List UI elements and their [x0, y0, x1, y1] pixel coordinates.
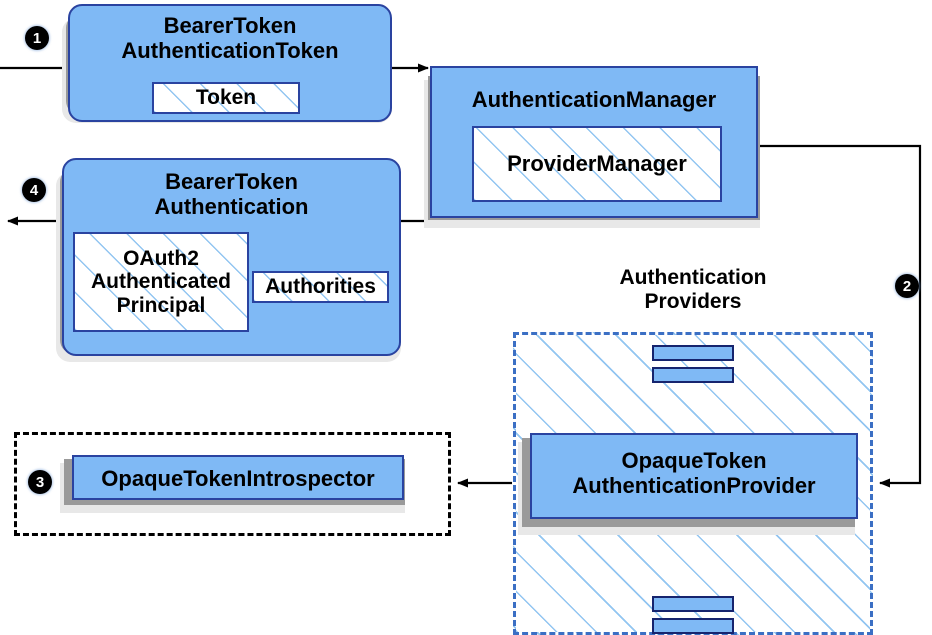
provider-manager-inner-label: ProviderManager — [507, 150, 687, 176]
provider-stack-bar-top-2 — [652, 367, 734, 383]
introspector-group — [14, 432, 451, 536]
authorities-box[interactable]: Authorities — [252, 271, 389, 303]
authorities-label: Authorities — [265, 275, 376, 299]
step-badge-3: 3 — [28, 470, 52, 494]
provider-stack-bar-bottom-1 — [652, 596, 734, 612]
step-badge-1: 1 — [25, 26, 49, 50]
provider-manager-inner-box[interactable]: ProviderManager — [472, 126, 722, 202]
bearer-token-authentication-title: BearerToken Authentication — [154, 169, 309, 219]
authentication-providers-label: Authentication Providers — [619, 266, 767, 313]
oauth2-authenticated-principal-box[interactable]: OAuth2 Authenticated Principal — [73, 232, 249, 332]
opaque-token-introspector-title: OpaqueTokenIntrospector — [101, 466, 375, 491]
token-inner-label: Token — [195, 86, 257, 110]
step-badge-4: 4 — [22, 178, 46, 202]
authentication-manager-box[interactable]: AuthenticationManager ProviderManager — [430, 66, 758, 218]
opaque-token-authentication-provider-title: OpaqueToken AuthenticationProvider — [572, 448, 816, 498]
authentication-manager-title: AuthenticationManager — [471, 87, 717, 112]
opaque-token-introspector-box[interactable]: OpaqueTokenIntrospector — [72, 455, 404, 500]
bearer-token-authentication-box[interactable]: BearerToken Authentication OAuth2 Authen… — [62, 158, 401, 356]
token-inner-box[interactable]: Token — [152, 82, 300, 114]
step-badge-2: 2 — [895, 274, 919, 298]
provider-stack-bar-top-1 — [652, 345, 734, 361]
provider-stack-bar-bottom-2 — [652, 618, 734, 634]
bearer-token-authentication-token-box[interactable]: BearerToken AuthenticationToken Token — [68, 4, 392, 122]
bearer-token-authentication-token-title: BearerToken AuthenticationToken — [121, 13, 339, 63]
opaque-token-authentication-provider-box[interactable]: OpaqueToken AuthenticationProvider — [530, 433, 858, 519]
oauth2-authenticated-principal-label: OAuth2 Authenticated Principal — [90, 246, 231, 317]
